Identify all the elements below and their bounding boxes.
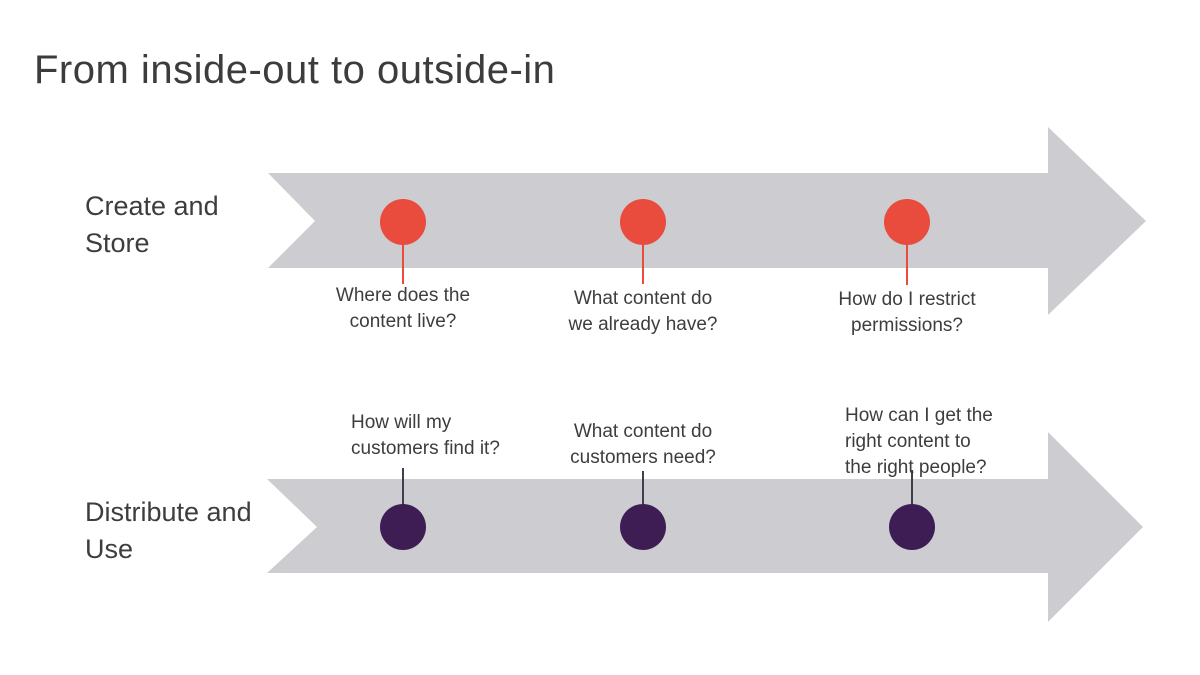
connector-line [402, 468, 404, 527]
connector-line [642, 471, 644, 527]
row-label-create-and-store: Create and Store [85, 191, 219, 258]
process-arrow-create-and-store [268, 127, 1146, 315]
connector-line [642, 222, 644, 284]
connector-line [906, 222, 908, 285]
milestone-dot [884, 199, 930, 245]
milestone-dot [620, 199, 666, 245]
milestone-dot [380, 199, 426, 245]
question-label: What content do we already have? [568, 288, 718, 335]
question-label: Where does the content live? [335, 285, 471, 332]
milestone-dot [380, 504, 426, 550]
question-label: How will my customers find it? [351, 412, 500, 459]
diagram-title: From inside-out to outside-in [34, 48, 556, 92]
arrow-shape [268, 127, 1146, 315]
question-label: How can I get the right content to the r… [845, 405, 993, 478]
connector-line [402, 222, 404, 284]
process-arrow-distribute-and-use [267, 432, 1143, 622]
milestone-dot [620, 504, 666, 550]
milestone-dot [889, 504, 935, 550]
question-label: What content do customers need? [570, 421, 716, 468]
connector-line [911, 470, 913, 527]
arrow-shape [267, 432, 1143, 622]
question-label: How do I restrict permissions? [838, 289, 976, 336]
row-label-distribute-and-use: Distribute and Use [85, 497, 252, 564]
